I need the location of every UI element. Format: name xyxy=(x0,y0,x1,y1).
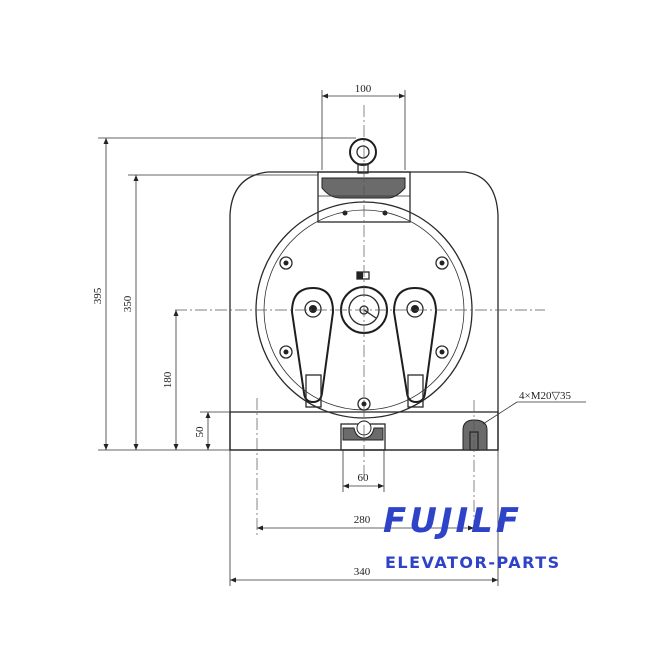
top-block-hatch xyxy=(321,177,406,199)
tapped-hole xyxy=(462,419,488,451)
lifting-eye-inner xyxy=(356,145,370,159)
dim-base-width: 340 xyxy=(354,566,371,578)
dim-hole-spacing: 280 xyxy=(354,514,371,526)
dim-body-height: 350 xyxy=(122,295,134,312)
housing-outline xyxy=(229,171,499,451)
brake-arm-right xyxy=(392,286,438,408)
brake-arm-left xyxy=(290,286,335,408)
dim-top-width: 100 xyxy=(355,83,372,95)
dim-total-height: 395 xyxy=(92,287,104,304)
dim-base-height: 50 xyxy=(194,426,206,438)
brand-tagline: ELEVATOR-PARTS xyxy=(385,553,561,572)
dim-center-height: 180 xyxy=(162,371,174,388)
drum-bolts xyxy=(279,256,449,359)
dim-slot-width: 60 xyxy=(358,472,370,484)
brand-logo: FUJILF xyxy=(383,501,522,541)
thread-note: 4×M20▽35 xyxy=(519,390,571,402)
lifting-eye-outer xyxy=(349,138,377,166)
